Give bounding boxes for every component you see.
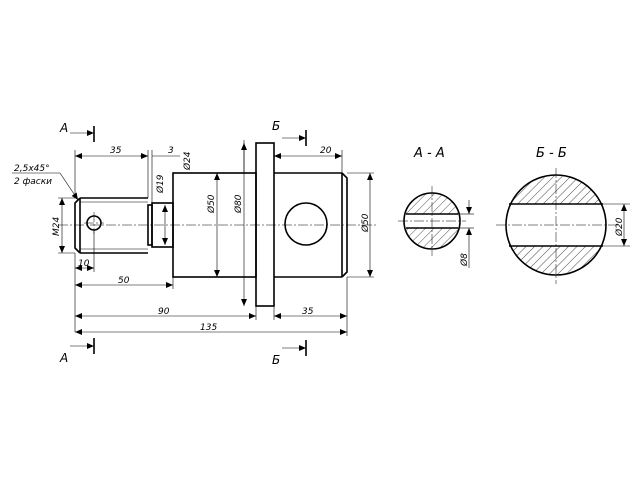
section-b-title: Б - Б (536, 146, 567, 161)
dim-d8: Ø8 (459, 253, 470, 267)
chamfer-callout (12, 172, 79, 201)
section-a-a: А - А Ø8 (398, 146, 474, 268)
section-label-a-bottom: А (59, 351, 68, 365)
dim-50-len: 50 (118, 276, 130, 286)
section-b-b: Б - Б Ø20 (496, 146, 630, 284)
dim-d19: Ø19 (155, 174, 166, 194)
section-label-b-top: Б (272, 119, 280, 133)
right-cross-hole (284, 202, 328, 246)
main-view: А А Б Б 35 3 Ø24 20 2,5x45° 2 фаски (12, 119, 378, 367)
dim-d50-right: Ø50 (360, 213, 371, 233)
dim-35-bottom: 35 (302, 307, 314, 317)
bottom-dimensions (74, 230, 348, 336)
chamfer-count-note: 2 фаски (14, 177, 52, 187)
section-a-title: А - А (413, 146, 445, 161)
dim-35-top: 35 (110, 146, 122, 156)
dim-20-top: 20 (320, 146, 332, 156)
section-label-a-top: А (59, 121, 68, 135)
section-label-b-bottom: Б (272, 353, 280, 367)
diameter-dimensions (58, 143, 374, 306)
flange (255, 142, 275, 307)
chamfer-note: 2,5x45° (14, 164, 50, 174)
dim-d80: Ø80 (233, 194, 244, 214)
shaft-body-right (274, 172, 348, 278)
threaded-end (74, 197, 148, 254)
dim-135: 135 (200, 323, 217, 333)
section-markers (70, 126, 307, 356)
dim-90: 90 (158, 307, 170, 317)
dim-d20: Ø20 (614, 217, 625, 237)
dim-m24: M24 (52, 217, 62, 236)
dim-3: 3 (168, 146, 174, 156)
dim-d50-left: Ø50 (206, 194, 217, 214)
dim-10: 10 (78, 259, 90, 269)
dim-d24: Ø24 (182, 151, 193, 171)
